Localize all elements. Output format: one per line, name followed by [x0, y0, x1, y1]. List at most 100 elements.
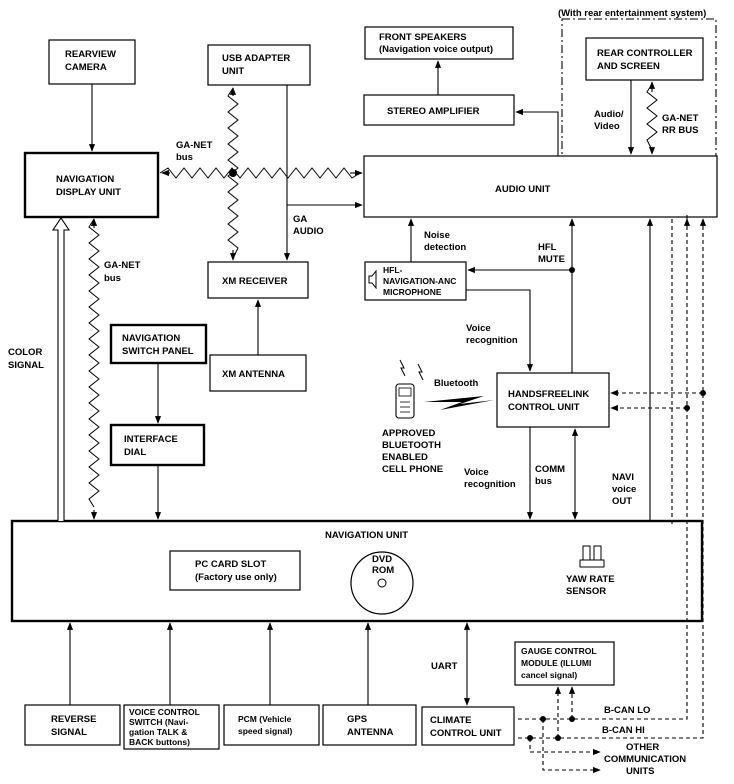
ga-net-rr-bus-label-2: RR BUS — [662, 125, 698, 136]
color-signal-arrow — [51, 217, 71, 521]
rearview-camera-box: REARVIEW CAMERA — [48, 39, 136, 85]
noise-detection-label: Noise — [424, 230, 450, 241]
svg-text:UNIT: UNIT — [222, 66, 244, 77]
navi-voice-out-label-2: voice — [612, 484, 636, 495]
interface-dial-box: INTERFACE DIAL — [109, 423, 206, 467]
voice-recognition-label-1: Voice — [466, 323, 491, 334]
navi-voice-out-label: NAVI — [612, 472, 634, 483]
hfl-mute-label-2: MUTE — [538, 254, 565, 265]
svg-text:SIGNAL: SIGNAL — [51, 727, 87, 738]
color-signal-label: COLOR — [8, 347, 42, 358]
svg-text:MODULE (ILLUMI: MODULE (ILLUMI — [521, 658, 591, 668]
voice-control-switch-box: VOICE CONTROL SWITCH (Navi- gation TALK … — [123, 704, 220, 750]
noise-detection-label-2: detection — [424, 242, 466, 253]
ga-net-bus-label-top-2: bus — [176, 152, 193, 163]
b-can-lo-label: B-CAN LO — [604, 705, 650, 716]
bluetooth-lightning-icon — [424, 396, 494, 410]
svg-text:cancel signal): cancel signal) — [521, 670, 577, 680]
svg-text:HFL-: HFL- — [383, 265, 403, 275]
audio-video-label-2: Video — [594, 121, 620, 132]
svg-text:NAVIGATION: NAVIGATION — [56, 174, 114, 185]
stereo-amplifier-box: STEREO AMPLIFIER — [363, 94, 515, 126]
svg-text:REARVIEW: REARVIEW — [65, 49, 116, 60]
svg-text:VOICE CONTROL: VOICE CONTROL — [129, 707, 200, 717]
svg-text:AND SCREEN: AND SCREEN — [597, 61, 660, 72]
svg-text:XM RECEIVER: XM RECEIVER — [222, 276, 288, 287]
cell-phone-label-4: CELL PHONE — [382, 464, 443, 475]
voice-recognition-label-2: Voice — [464, 467, 489, 478]
svg-text:DISPLAY UNIT: DISPLAY UNIT — [56, 187, 121, 198]
svg-text:GPS: GPS — [347, 714, 367, 725]
hfl-mute-label: HFL — [538, 242, 557, 253]
cell-phone-label-2: BLUETOOTH — [382, 440, 441, 451]
navi-voice-out-label-3: OUT — [612, 496, 632, 507]
svg-text:DVD: DVD — [372, 554, 392, 565]
svg-text:DIAL: DIAL — [124, 447, 146, 458]
ga-net-bus-label-left-2: bus — [104, 273, 121, 284]
xm-antenna-box: XM ANTENNA — [209, 354, 307, 392]
gauge-control-module-box: GAUGE CONTROL MODULE (ILLUMI cancel sign… — [514, 641, 615, 686]
svg-text:USB ADAPTER: USB ADAPTER — [222, 53, 290, 64]
navigation-display-unit-box: NAVIGATION DISPLAY UNIT — [23, 151, 160, 219]
svg-text:speed signal): speed signal) — [238, 726, 292, 736]
svg-text:STEREO AMPLIFIER: STEREO AMPLIFIER — [387, 106, 480, 117]
other-units-label: OTHER — [626, 742, 659, 753]
svg-text:FRONT SPEAKERS: FRONT SPEAKERS — [379, 32, 467, 43]
color-signal-label-2: SIGNAL — [8, 360, 44, 371]
ga-audio-label: GA — [293, 214, 307, 225]
svg-text:MICROPHONE: MICROPHONE — [383, 287, 442, 297]
audio-video-label: Audio/ — [594, 109, 624, 120]
handsfreelink-control-unit-box: HANDSFREELINK CONTROL UNIT — [496, 372, 610, 428]
svg-text:SWITCH PANEL: SWITCH PANEL — [122, 346, 194, 357]
reverse-signal-box: REVERSE SIGNAL — [24, 704, 121, 746]
svg-text:gation TALK &: gation TALK & — [129, 727, 187, 737]
comm-bus-label-2: bus — [535, 476, 552, 487]
svg-text:NAVIGATION: NAVIGATION — [122, 333, 180, 344]
other-units-label-2: COMMUNICATION — [604, 754, 686, 765]
svg-text:NAVIGATION UNIT: NAVIGATION UNIT — [325, 530, 408, 541]
svg-text:CONTROL UNIT: CONTROL UNIT — [430, 728, 502, 739]
svg-text:REAR CONTROLLER: REAR CONTROLLER — [597, 48, 693, 59]
svg-text:ANTENNA: ANTENNA — [347, 727, 394, 738]
b-can-hi-label: B-CAN HI — [602, 725, 645, 736]
ga-net-bus-vertical-left — [88, 218, 100, 508]
svg-text:CAMERA: CAMERA — [65, 62, 107, 73]
svg-text:REVERSE: REVERSE — [51, 714, 96, 725]
svg-text:CONTROL UNIT: CONTROL UNIT — [508, 402, 580, 413]
svg-text:BACK buttons): BACK buttons) — [129, 737, 190, 747]
svg-text:SENSOR: SENSOR — [566, 586, 606, 597]
cell-phone-icon — [395, 359, 424, 419]
svg-text:AUDIO UNIT: AUDIO UNIT — [495, 184, 551, 195]
yaw-rate-sensor: YAW RATE SENSOR — [566, 545, 615, 597]
ga-net-bus-label-left: GA-NET — [104, 260, 141, 271]
svg-text:SWITCH (Navi-: SWITCH (Navi- — [129, 717, 189, 727]
svg-text:ROM: ROM — [372, 565, 394, 576]
svg-text:HANDSFREELINK: HANDSFREELINK — [508, 389, 589, 400]
front-speakers-box: FRONT SPEAKERS (Navigation voice output) — [364, 26, 514, 60]
cell-phone-label-3: ENABLED — [382, 452, 428, 463]
svg-text:GAUGE CONTROL: GAUGE CONTROL — [521, 646, 597, 656]
hfl-microphone-box: HFL- NAVIGATION-ANC MICROPHONE — [364, 261, 467, 301]
dvd-rom-disc: DVD ROM — [350, 551, 414, 615]
svg-text:XM ANTENNA: XM ANTENNA — [222, 369, 285, 380]
rear-entertainment-label: (With rear entertainment system) — [558, 8, 706, 19]
svg-text:YAW RATE: YAW RATE — [566, 574, 615, 585]
other-units-label-3: UNITS — [626, 766, 655, 777]
svg-text:(Factory use only): (Factory use only) — [195, 572, 277, 583]
ga-audio-label-2: AUDIO — [293, 226, 324, 237]
navigation-switch-panel-box: NAVIGATION SWITCH PANEL — [109, 323, 208, 365]
svg-text:NAVIGATION-ANC: NAVIGATION-ANC — [383, 276, 456, 286]
rear-controller-box: REAR CONTROLLER AND SCREEN — [585, 37, 704, 81]
voice-recognition-label-2b: recognition — [464, 479, 516, 490]
svg-text:PCM (Vehicle: PCM (Vehicle — [238, 714, 292, 724]
pc-card-slot-box: PC CARD SLOT (Factory use only) — [169, 550, 301, 591]
cell-phone-label: APPROVED — [382, 428, 435, 439]
usb-adapter-box: USB ADAPTER UNIT — [207, 44, 311, 86]
audio-unit-box: AUDIO UNIT — [363, 155, 718, 218]
svg-text:PC CARD SLOT: PC CARD SLOT — [195, 559, 266, 570]
comm-bus-label: COMM — [535, 464, 565, 475]
bluetooth-label: Bluetooth — [434, 378, 479, 389]
gps-antenna-box: GPS ANTENNA — [322, 704, 417, 746]
bus-junction-dot — [229, 169, 237, 177]
svg-text:CLIMATE: CLIMATE — [430, 715, 472, 726]
